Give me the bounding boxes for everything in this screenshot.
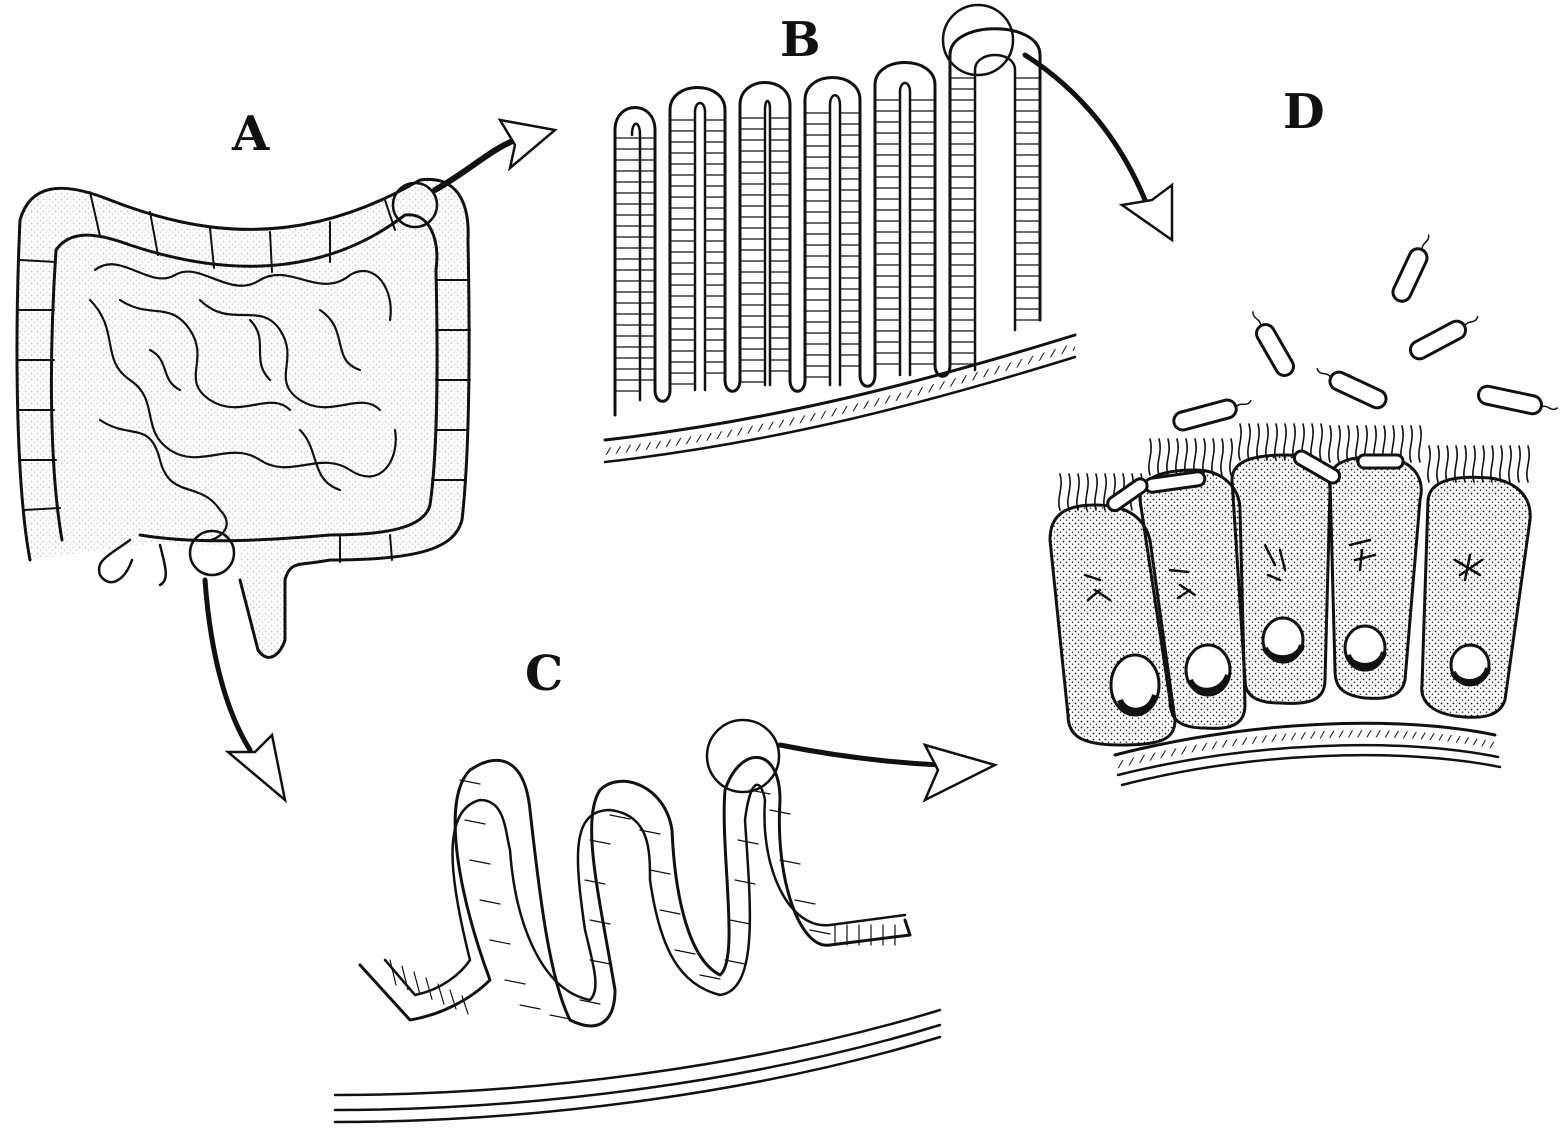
bacterium [1172, 394, 1254, 432]
label-c: C [525, 646, 563, 702]
panel-d-epithelium [1050, 231, 1559, 785]
label-a: A [231, 106, 270, 162]
label-d: D [1283, 84, 1325, 140]
panel-b-villi [605, 5, 1075, 462]
arrow-b-to-d [1025, 55, 1172, 240]
bacterium [1313, 362, 1389, 410]
bacterium [1407, 310, 1483, 362]
arrow-c-to-d [780, 745, 995, 800]
bacterium [1477, 385, 1559, 419]
bacterium [1390, 231, 1437, 304]
epithelial-cell [1330, 457, 1421, 698]
panel-c-villi [335, 720, 940, 1122]
zoom-circle-c [707, 720, 779, 792]
epithelial-cell [1232, 455, 1330, 703]
label-b: B [780, 12, 821, 68]
zoom-circle-b [943, 5, 1013, 75]
epithelial-cell [1422, 477, 1530, 717]
panel-a-intestine [17, 179, 470, 657]
bacterium [1245, 307, 1297, 378]
arrow-a-to-b [435, 120, 555, 190]
